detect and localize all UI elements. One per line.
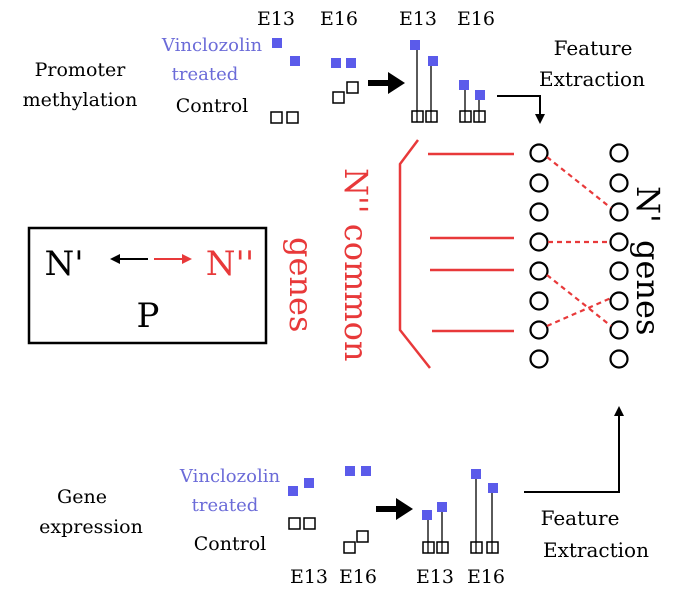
gene-node — [609, 202, 629, 222]
control-label: Control — [176, 95, 248, 117]
treated-square — [422, 510, 432, 520]
treated-square — [304, 478, 314, 488]
feature-extraction-line2: Extraction — [539, 67, 645, 91]
control-square — [332, 91, 345, 104]
treated-square — [361, 466, 371, 476]
gene-node — [609, 143, 629, 163]
treated-square — [272, 38, 282, 48]
gene-node — [529, 232, 549, 252]
col-label-e13-right: E13 — [399, 8, 437, 30]
n-common-label: N'' common — [337, 168, 375, 362]
transform-arrow — [376, 498, 413, 520]
control-label: Control — [194, 533, 266, 555]
treated-square — [331, 58, 341, 68]
gene-node — [609, 232, 629, 252]
n-double-prime-label: N'' — [206, 244, 254, 284]
control-square — [346, 81, 359, 94]
treated-square — [346, 58, 356, 68]
gene-node — [529, 349, 549, 369]
gene-node — [529, 143, 549, 163]
feature-extraction-line2: Extraction — [543, 538, 649, 562]
col-label-e13: E13 — [257, 8, 295, 30]
treated-square — [459, 80, 469, 90]
common-genes-bracket — [398, 139, 431, 369]
col-label-e16: E16 — [320, 8, 358, 30]
promoter-label-line1: Promoter — [35, 59, 127, 81]
treated-square — [410, 40, 420, 50]
gene-connection — [546, 274, 612, 327]
treated-square — [345, 466, 355, 476]
treated-square — [428, 56, 438, 66]
treated-square — [488, 483, 498, 493]
feature-extraction-arrow — [497, 95, 545, 124]
treated-square — [290, 56, 300, 66]
gene-node — [609, 291, 629, 311]
genes-label-red: genes — [282, 237, 320, 332]
control-square — [286, 111, 299, 124]
treated-square — [437, 502, 447, 512]
promoter-label-line2: methylation — [23, 89, 138, 111]
gene-node — [609, 349, 629, 369]
network-box: N' N'' P — [27, 226, 268, 345]
gene-expression-panel: Gene expression Vinclozolin treated Cont… — [39, 406, 649, 588]
n-prime-genes-label: N' — [629, 186, 667, 223]
vinclozolin-label-line1: Vinclozolin — [161, 35, 263, 56]
network-box-frame — [27, 226, 268, 345]
feature-extraction-line1: Feature — [541, 506, 620, 530]
control-square — [288, 517, 301, 530]
n-prime-label: N' — [44, 244, 83, 284]
feature-extraction-line1: Feature — [554, 36, 633, 60]
gene-node — [609, 261, 629, 281]
gene-node — [529, 261, 549, 281]
treated-square — [475, 90, 485, 100]
col-label-e16-right: E16 — [467, 566, 505, 588]
treated-square — [471, 469, 481, 479]
gene-node — [529, 291, 549, 311]
vinclozolin-label-line2: treated — [172, 64, 239, 85]
col-label-e13-right: E13 — [416, 566, 454, 588]
control-square — [343, 541, 356, 554]
vinclozolin-label-line2: treated — [192, 495, 259, 516]
col-label-e16-right: E16 — [457, 8, 495, 30]
vinclozolin-label-line1: Vinclozolin — [179, 466, 281, 487]
gene-connection — [546, 296, 612, 328]
control-square — [303, 517, 316, 530]
gene-node — [609, 173, 629, 193]
treated-square — [288, 486, 298, 496]
gene-node — [529, 202, 549, 222]
col-label-e13: E13 — [290, 566, 328, 588]
control-square — [356, 530, 369, 543]
expression-label-line1: Gene — [57, 486, 107, 508]
gene-connection — [546, 156, 612, 209]
genes-label-black: genes — [629, 240, 667, 335]
p-label: P — [137, 296, 160, 336]
control-square — [270, 111, 283, 124]
common-genes-panel: N'' common genes — [282, 139, 667, 369]
gene-node — [529, 320, 549, 340]
feature-extraction-arrow — [524, 406, 624, 493]
gene-node — [609, 320, 629, 340]
transform-arrow — [368, 72, 405, 94]
promoter-methylation-panel: Promoter methylation Vinclozolin treated… — [23, 8, 645, 124]
expression-label-line2: expression — [39, 516, 143, 538]
col-label-e16: E16 — [339, 566, 377, 588]
gene-node — [529, 173, 549, 193]
